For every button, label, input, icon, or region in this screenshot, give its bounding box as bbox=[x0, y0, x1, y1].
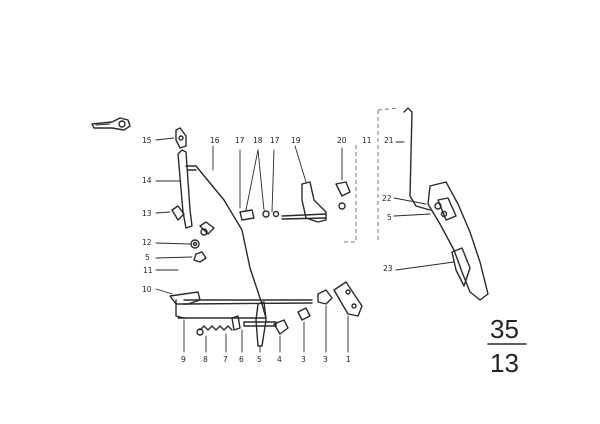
callout-6: 6 bbox=[239, 355, 244, 364]
callout-3b: 3 bbox=[323, 355, 328, 364]
callout-23: 23 bbox=[383, 264, 393, 273]
callout-5a: 5 bbox=[387, 213, 392, 222]
group-number: 35 13 bbox=[487, 314, 527, 378]
callout-1: 1 bbox=[346, 355, 351, 364]
callout-18: 18 bbox=[253, 136, 263, 145]
group-number-bottom: 13 bbox=[490, 348, 519, 378]
callout-11b: 11 bbox=[143, 266, 153, 275]
part-12-washer bbox=[155, 239, 200, 249]
callout-10: 10 bbox=[142, 285, 152, 294]
part-15-bracket bbox=[155, 127, 187, 149]
callout-19: 19 bbox=[291, 136, 301, 145]
part-3-nuts bbox=[297, 289, 333, 353]
part-19-bracket bbox=[281, 145, 327, 223]
callout-3a: 3 bbox=[301, 355, 306, 364]
callout-9: 9 bbox=[181, 355, 186, 364]
group-number-top: 35 bbox=[490, 314, 519, 344]
part-6-lever bbox=[241, 301, 277, 353]
callout-22: 22 bbox=[382, 194, 392, 203]
part-14-lever bbox=[155, 149, 193, 229]
part-4-clip bbox=[273, 319, 289, 353]
callout-21: 21 bbox=[384, 136, 394, 145]
callout-14: 14 bbox=[142, 176, 152, 185]
callout-13: 13 bbox=[142, 209, 152, 218]
part-7-pin bbox=[225, 315, 241, 353]
part-1-plate bbox=[333, 281, 363, 353]
callout-12: 12 bbox=[142, 238, 152, 247]
horizontal-shaft bbox=[177, 299, 313, 319]
part-23-pedal-plate bbox=[393, 181, 489, 301]
callout-20: 20 bbox=[337, 136, 347, 145]
callout-7: 7 bbox=[223, 355, 228, 364]
part-21-pedal-rod bbox=[395, 107, 431, 211]
part-8-spring bbox=[196, 325, 233, 353]
callout-17a: 17 bbox=[235, 136, 245, 145]
part-13-clip bbox=[155, 205, 215, 236]
part-20-cap bbox=[335, 147, 351, 210]
callout-16: 16 bbox=[210, 136, 220, 145]
callout-5b: 5 bbox=[145, 253, 150, 262]
callout-11a: 11 bbox=[362, 136, 372, 145]
part-11-nut bbox=[155, 251, 207, 271]
callout-15: 15 bbox=[142, 136, 152, 145]
part-17-18-linkage bbox=[239, 149, 280, 221]
pedal-symbol-icon bbox=[91, 117, 131, 131]
callout-17b: 17 bbox=[270, 136, 280, 145]
callout-8: 8 bbox=[203, 355, 208, 364]
dashed-guides bbox=[344, 107, 399, 243]
callout-5c: 5 bbox=[257, 355, 262, 364]
callout-4: 4 bbox=[277, 355, 282, 364]
